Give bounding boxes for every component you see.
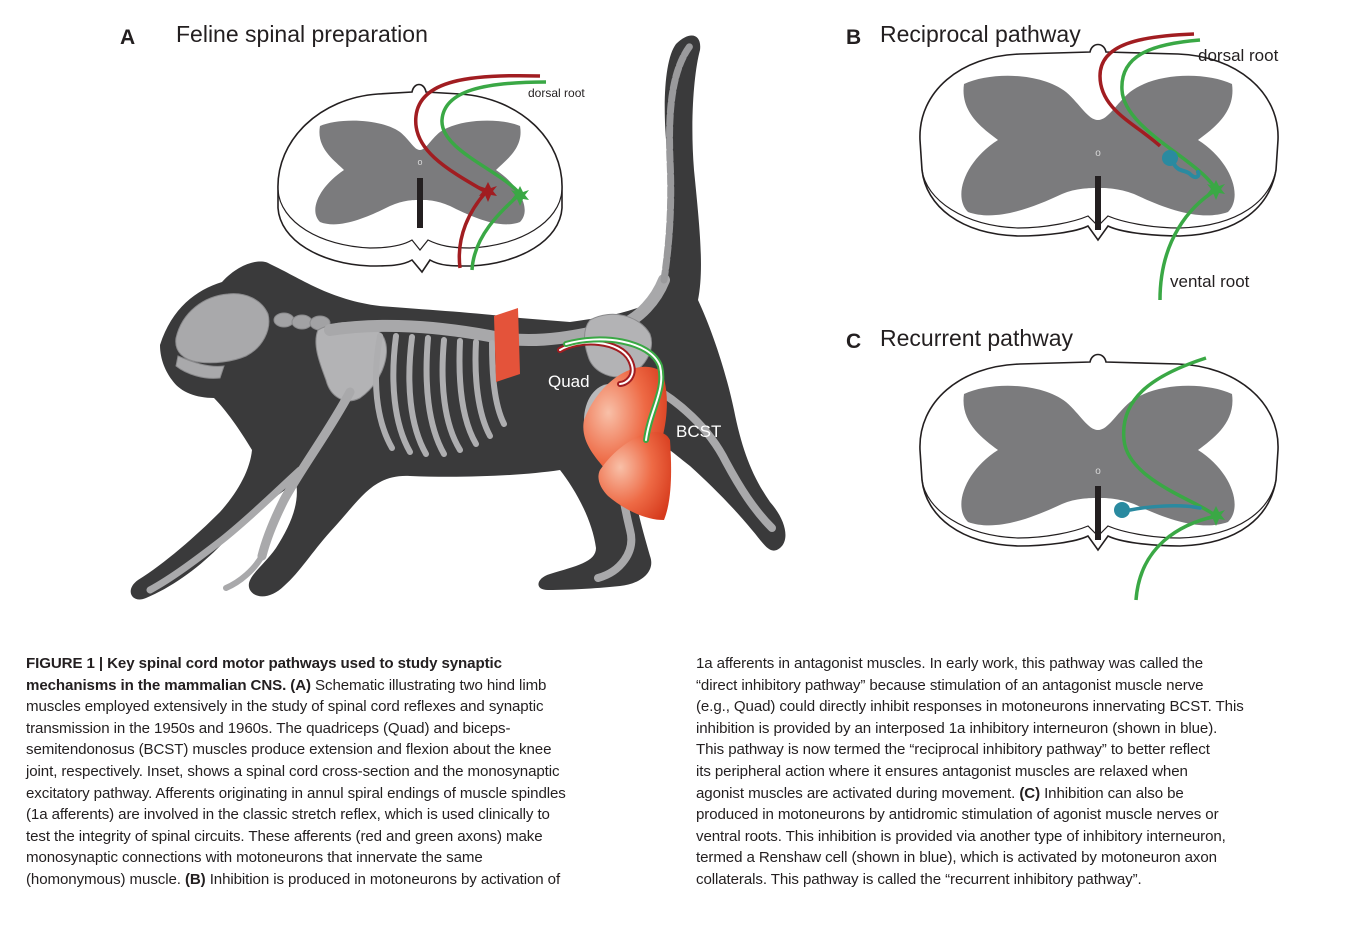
panel-c-title: Recurrent pathway [880, 325, 1073, 352]
panel-b-dorsal-root-label: dorsal root [1198, 46, 1278, 66]
panel-a-dorsal-root-label: dorsal root [528, 86, 585, 100]
central-canal-c: o [1095, 466, 1101, 477]
panel-a-letter: A [120, 26, 135, 50]
caption-line: muscles employed extensively in the stud… [26, 696, 686, 718]
panel-b-ventral-root-label: vental root [1170, 272, 1249, 292]
caption-line: termed a Renshaw cell (shown in blue), w… [696, 847, 1346, 869]
central-canal-b: o [1095, 148, 1101, 159]
caption-left-column: FIGURE 1 | Key spinal cord motor pathway… [26, 653, 686, 891]
quad-label: Quad [548, 372, 590, 392]
bcst-label: BCST [676, 422, 721, 442]
caption-line: test the integrity of spinal circuits. T… [26, 826, 686, 848]
panel-b-title: Reciprocal pathway [880, 21, 1081, 48]
caption-line: inhibition is provided by an interposed … [696, 718, 1346, 740]
figure-illustration: o o o [0, 0, 1354, 625]
caption-line: collaterals. This pathway is called the … [696, 869, 1346, 891]
caption-line: transmission in the 1950s and 1960s. The… [26, 718, 686, 740]
caption-line: mechanisms in the mammalian CNS. (A) Sch… [26, 675, 686, 697]
caption-marker-b: (B) [185, 871, 206, 888]
cord-section-b: o [920, 34, 1278, 300]
caption-line: agonist muscles are activated during mov… [696, 783, 1346, 805]
caption-line: ventral roots. This inhibition is provid… [696, 826, 1346, 848]
caption-text: Inhibition can also be [1040, 785, 1184, 802]
caption-heading-line1: FIGURE 1 | Key spinal cord motor pathway… [26, 653, 686, 675]
caption-marker-c: (C) [1019, 785, 1040, 802]
caption-heading-line2: mechanisms in the mammalian CNS. [26, 677, 286, 694]
section-plane-marker [494, 308, 520, 382]
caption-line: “direct inhibitory pathway” because stim… [696, 675, 1346, 697]
caption-line: semitendonosus (BCST) muscles produce ex… [26, 739, 686, 761]
caption-line: produced in motoneurons by antidromic st… [696, 804, 1346, 826]
caption-line: (1a afferents) are involved in the class… [26, 804, 686, 826]
caption-line: joint, respectively. Inset, shows a spin… [26, 761, 686, 783]
caption-right-column: 1a afferents in antagonist muscles. In e… [696, 653, 1346, 891]
panel-c-letter: C [846, 330, 861, 354]
caption-line: excitatory pathway. Afferents originatin… [26, 783, 686, 805]
cord-section-c: o [920, 355, 1278, 601]
panel-a-title: Feline spinal preparation [176, 21, 428, 48]
caption-text: (homonymous) muscle. [26, 871, 185, 888]
caption-line: 1a afferents in antagonist muscles. In e… [696, 653, 1346, 675]
caption-text: Inhibition is produced in motoneurons by… [206, 871, 560, 888]
caption-text: Schematic illustrating two hind limb [311, 677, 546, 694]
caption-marker-a: (A) [290, 677, 311, 694]
cord-section-a: o [278, 76, 562, 272]
central-canal-a: o [417, 157, 422, 167]
caption-line: (homonymous) muscle. (B) Inhibition is p… [26, 869, 686, 891]
caption-line: its peripheral action where it ensures a… [696, 761, 1346, 783]
caption-line: monosynaptic connections with motoneuron… [26, 847, 686, 869]
caption-line: (e.g., Quad) could directly inhibit resp… [696, 696, 1346, 718]
caption-text: agonist muscles are activated during mov… [696, 785, 1019, 802]
panel-b-letter: B [846, 26, 861, 50]
caption-line: This pathway is now termed the “reciproc… [696, 739, 1346, 761]
